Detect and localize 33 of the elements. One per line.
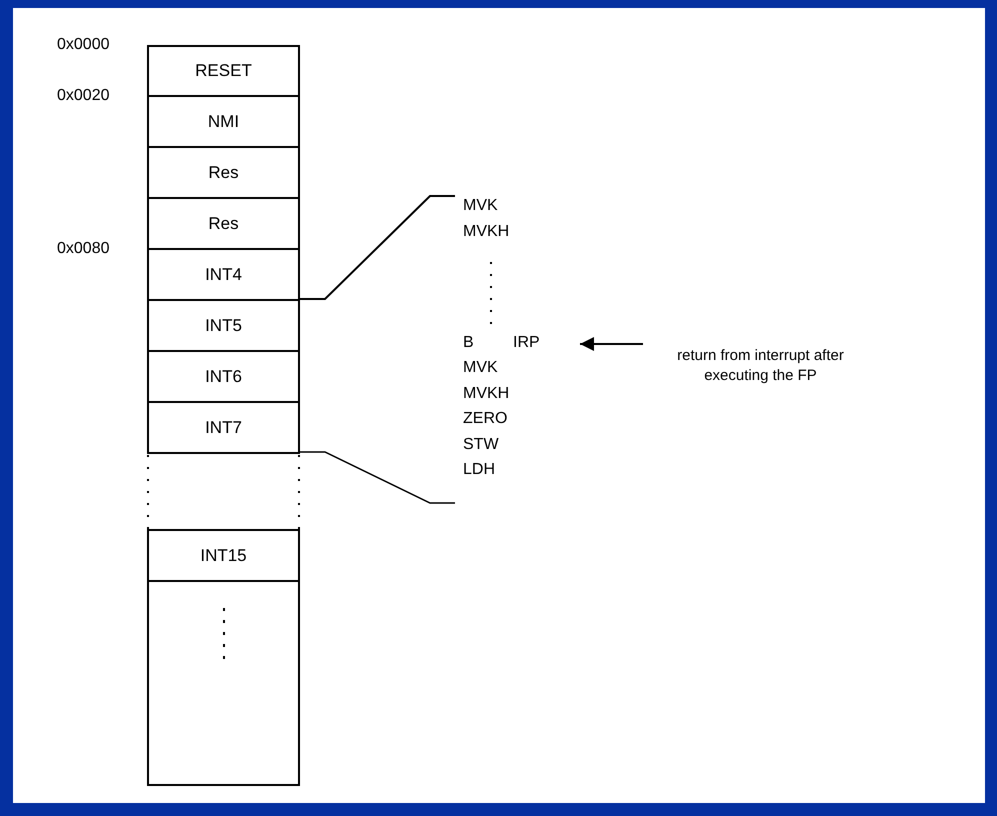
cell-label: INT7 — [205, 418, 242, 438]
memory-block — [147, 580, 300, 786]
note-text: return from interrupt after executing the FP — [676, 346, 845, 386]
cell-label: INT4 — [205, 264, 242, 284]
memory-cell — [147, 45, 300, 97]
memory-cell — [147, 248, 300, 301]
cell-label: Res — [208, 214, 239, 234]
code-text: MVK — [463, 198, 498, 214]
cell-label: RESET — [195, 61, 252, 81]
code-text: STW — [463, 437, 499, 453]
memory-cell — [147, 95, 300, 148]
address-label: 0x0000 — [57, 37, 110, 53]
memory-cell — [147, 529, 300, 582]
code-text: MVKH — [463, 386, 510, 402]
memory-cell — [147, 401, 300, 454]
cell-label: NMI — [208, 112, 240, 132]
arrow — [580, 337, 643, 351]
cell-label: INT6 — [205, 366, 242, 386]
address-label: 0x0020 — [57, 88, 110, 104]
memory-cell — [147, 350, 300, 403]
code-text: LDH — [463, 462, 496, 478]
code-text: MVKH — [463, 224, 510, 240]
code-text: IRP — [513, 335, 540, 351]
code-text: MVK — [463, 360, 498, 376]
cell-label: INT5 — [205, 316, 242, 336]
address-label: 0x0080 — [57, 241, 110, 257]
cell-label: Res — [208, 162, 239, 182]
code-text: ZERO — [463, 411, 508, 427]
memory-cell — [147, 197, 300, 250]
memory-cell — [147, 299, 300, 352]
memory-cell — [147, 146, 300, 199]
cell-label: INT15 — [200, 546, 247, 566]
code-text: B — [463, 335, 474, 351]
